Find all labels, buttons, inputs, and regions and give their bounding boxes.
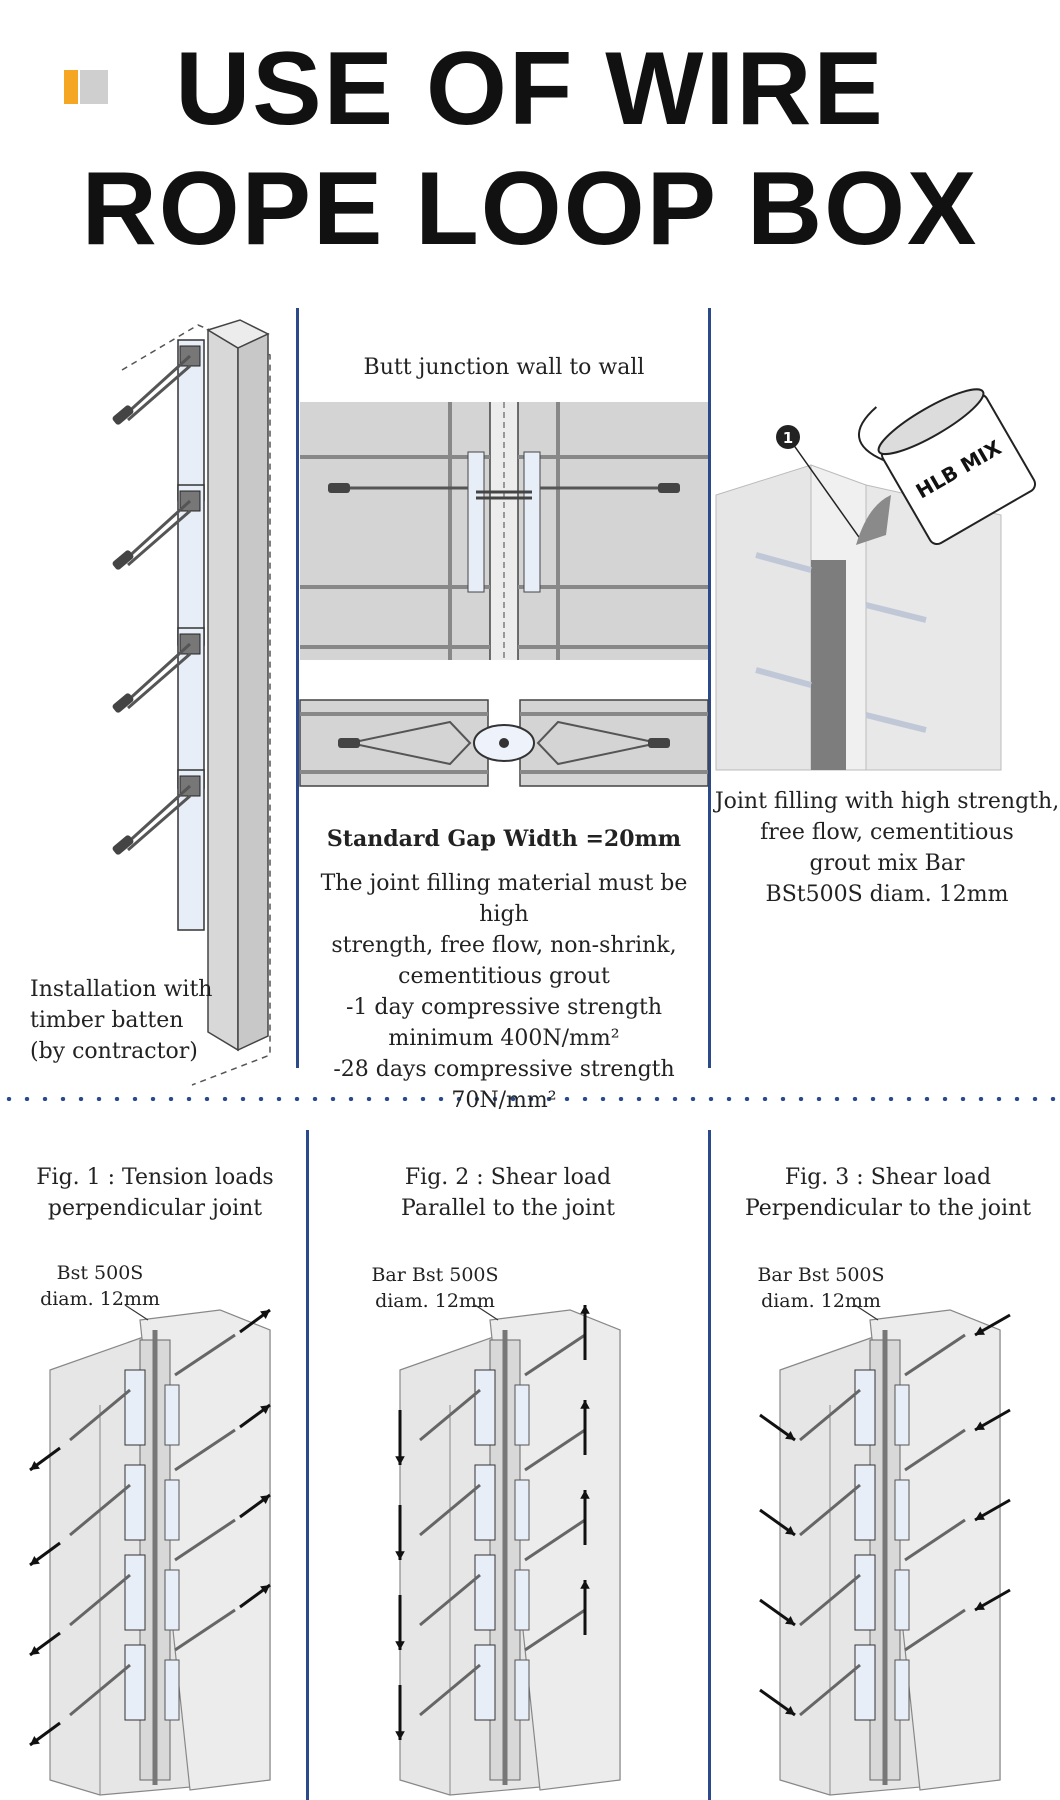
joint-filling-drawing: 1 HLB MIX — [715, 388, 1037, 771]
fig1-title-line: perpendicular joint — [47, 1196, 263, 1221]
fig1-drawing — [29, 1304, 271, 1796]
loop-box — [29, 1493, 271, 1657]
bar-leader-line — [124, 1304, 149, 1321]
divider-bottom-right — [708, 1130, 711, 1800]
butt-junction-elevation — [300, 402, 708, 660]
fig3-bar-label: diam. 12mm — [761, 1290, 881, 1312]
butt-junction-body-line: minimum 400N/mm² — [388, 1026, 620, 1051]
butt-junction-body-line: -28 days compressive strength — [333, 1057, 675, 1082]
butt-junction-title: Butt junction wall to wall — [363, 355, 645, 380]
filling-caption-line: Joint filling with high strength, — [714, 789, 1060, 814]
gap-width-heading: Standard Gap Width =20mm — [326, 826, 682, 852]
loop-box — [29, 1583, 271, 1747]
butt-junction-body-line: The joint filling material must be high — [320, 871, 688, 927]
loop-box — [112, 339, 205, 501]
loop-box — [29, 1308, 271, 1472]
bar-leader-line — [474, 1304, 499, 1321]
installation-drawing — [112, 319, 271, 1086]
butt-junction-body-line: -1 day compressive strength — [345, 995, 663, 1020]
fig2-title-line: Parallel to the joint — [401, 1196, 615, 1221]
loop-box — [759, 1408, 1011, 1541]
logo-grey-block — [80, 70, 108, 104]
divider-bottom-left — [306, 1130, 309, 1800]
fig1-title-line: Fig. 1 : Tension loads — [36, 1165, 274, 1190]
loop-box — [395, 1490, 590, 1650]
fig2-drawing — [395, 1304, 621, 1796]
loop-box — [395, 1305, 590, 1465]
divider-top-right — [708, 308, 711, 1068]
fig1-bar-label: diam. 12mm — [40, 1288, 160, 1310]
loop-box — [112, 484, 205, 646]
callout-marker: 1 — [783, 429, 793, 447]
butt-junction-plan — [299, 699, 709, 787]
butt-junction-body-line: cementitious grout — [398, 964, 610, 989]
butt-junction-body-line: 70N/mm² — [451, 1088, 557, 1113]
page-title-line-2: ROPE LOOP BOX — [81, 151, 979, 267]
butt-junction-body-line: strength, free flow, non-shrink, — [331, 933, 677, 958]
divider-top-left — [296, 308, 299, 1068]
page-title-line-1: USE OF WIRE — [175, 31, 885, 147]
loop-box — [112, 769, 205, 931]
fig3-title-line: Perpendicular to the joint — [744, 1196, 1032, 1221]
logo-orange-block — [64, 70, 78, 104]
dotted-separator — [0, 1097, 1060, 1101]
fig2-bar-label: diam. 12mm — [375, 1290, 495, 1312]
installation-caption-line: Installation with — [30, 977, 213, 1002]
fig3-drawing — [759, 1304, 1011, 1796]
filling-caption-line: BSt500S diam. 12mm — [765, 882, 1009, 907]
fig3-title-line: Fig. 3 : Shear load — [784, 1165, 992, 1190]
filling-caption-line: grout mix Bar — [809, 851, 965, 876]
fig2-title-line: Fig. 2 : Shear load — [404, 1165, 612, 1190]
installation-caption-line: (by contractor) — [30, 1039, 198, 1064]
fig3-bar-label: Bar Bst 500S — [757, 1264, 885, 1286]
fig1-bar-label: Bst 500S — [56, 1262, 144, 1284]
loop-box — [395, 1400, 590, 1560]
installation-caption-line: timber batten — [30, 1008, 184, 1033]
loop-box — [759, 1588, 1011, 1721]
loop-box — [112, 627, 205, 789]
fig2-bar-label: Bar Bst 500S — [371, 1264, 499, 1286]
loop-box — [29, 1403, 271, 1567]
filling-caption-line: free flow, cementitious — [760, 820, 1014, 845]
loop-box — [759, 1313, 1011, 1446]
loop-box — [395, 1580, 590, 1740]
bar-leader-line — [854, 1304, 879, 1321]
loop-box — [759, 1498, 1011, 1631]
